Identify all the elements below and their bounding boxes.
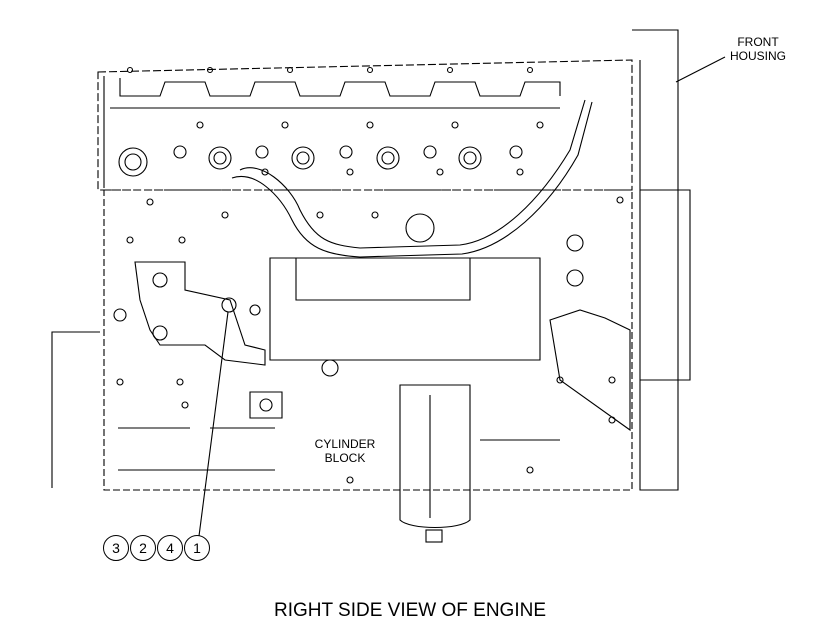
front-housing-label-line1: FRONT (737, 35, 779, 49)
cylinder-block-label-line1: CYLINDER (314, 437, 376, 451)
diagram-title: RIGHT SIDE VIEW OF ENGINE (273, 600, 546, 621)
callout-bubble-1: 1 (184, 535, 210, 561)
front-housing-label-line2: HOUSING (729, 48, 786, 63)
rear-bracket (549, 309, 631, 432)
block-bolts (113, 196, 624, 484)
callout-bubble-2: 2 (130, 535, 156, 561)
manifold-bolts (126, 66, 544, 206)
front-housing-leader (675, 56, 726, 83)
callout-bubble-4: 4 (157, 535, 183, 561)
callout-bubble-3: 3 (103, 535, 129, 561)
oil-filter-drain (425, 529, 443, 543)
coolant-tube (239, 99, 586, 249)
cylinder-block-label-line2: BLOCK (324, 450, 366, 465)
left-bracket (134, 261, 266, 366)
front-housing-label: FRONT HOUSING (718, 35, 798, 64)
callout-leader (198, 311, 229, 537)
intake-ports (118, 145, 523, 177)
gasket-plate (249, 391, 283, 419)
left-reference-line (51, 331, 100, 488)
oil-filter (399, 384, 471, 528)
cylinder-head-outline (97, 59, 633, 191)
pan-rails (118, 427, 560, 471)
valve-cover-profile (119, 78, 561, 97)
cylinder-block-label: CYLINDER BLOCK (305, 437, 385, 466)
oil-cooler-housing (269, 257, 541, 361)
front-housing-outline (632, 29, 679, 491)
